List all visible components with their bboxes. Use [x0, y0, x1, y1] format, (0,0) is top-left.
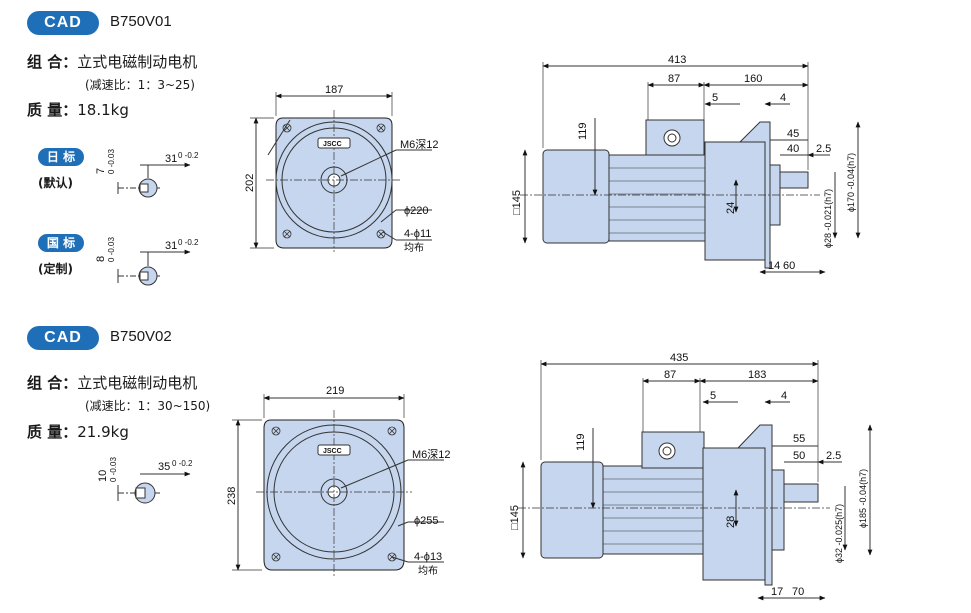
- side2-d17: 17: [771, 586, 783, 598]
- side2-d119: 119: [575, 433, 587, 451]
- badge-jis-sub: (默认): [38, 176, 73, 190]
- side1-d119: 119: [577, 122, 589, 140]
- mass-value: 21.9kg: [77, 423, 129, 441]
- mass-value: 18.1kg: [77, 101, 129, 119]
- side1-d24: 24: [725, 202, 737, 214]
- type-label: 组 合：: [27, 53, 78, 71]
- front2-width: 219: [326, 385, 344, 397]
- side1-d40: 40: [787, 143, 799, 155]
- type-line-1: 组 合：立式电磁制动电机: [27, 51, 197, 72]
- front1-holes: 4-ϕ11: [404, 228, 431, 240]
- side-view-2: [518, 360, 873, 601]
- type-value: 立式电磁制动电机: [77, 374, 198, 392]
- side1-d14: 14: [768, 260, 780, 272]
- key2-w: 31: [165, 240, 177, 252]
- drawing-labels: 31 0 -0.2 7 0 -0.03 31 0 -0.2 8 0 -0.03 …: [95, 54, 868, 598]
- key-detail-3: [117, 471, 191, 504]
- mass-line-2: 质 量：21.9kg: [27, 421, 129, 442]
- key2-wtol: 0 -0.2: [178, 238, 199, 247]
- side2-d87: 87: [664, 369, 676, 381]
- cad-badge-1[interactable]: CAD: [27, 11, 99, 35]
- cad-badge-2[interactable]: CAD: [27, 326, 99, 350]
- side2-d4: 4: [781, 390, 787, 402]
- key-detail-1: [117, 162, 191, 198]
- side1-d45: 45: [787, 128, 799, 140]
- side2-d183: 183: [748, 369, 766, 381]
- mass-label: 质 量：: [27, 423, 78, 441]
- front2-thread: M6深12: [412, 448, 451, 461]
- side1-d87: 87: [668, 73, 680, 85]
- side2-d25: 2.5: [826, 450, 841, 462]
- model-name-2: B750V02: [110, 328, 172, 345]
- badge-gb: 国 标: [38, 234, 84, 252]
- front1-circle: ϕ220: [404, 205, 429, 217]
- front-view-2: [232, 394, 444, 578]
- side2-d70: 70: [792, 586, 804, 598]
- badge-gb-sub: (定制): [38, 262, 73, 276]
- front1-thread: M6深12: [400, 138, 439, 151]
- ratio-1: (减速比：1：3~25): [85, 78, 195, 92]
- side1-d4: 4: [780, 92, 786, 104]
- side2-d55: 55: [793, 433, 805, 445]
- key1-wtol: 0 -0.2: [178, 151, 199, 160]
- key3-h: 10: [97, 470, 109, 482]
- key2-h: 8: [95, 256, 107, 262]
- side1-total: 413: [668, 54, 686, 66]
- mass-label: 质 量：: [27, 101, 78, 119]
- model-name-1: B750V01: [110, 13, 172, 30]
- mass-line-1: 质 量：18.1kg: [27, 99, 129, 120]
- side1-d160: 160: [744, 73, 762, 85]
- key3-w: 35: [158, 461, 170, 473]
- side1-d5: 5: [712, 92, 718, 104]
- key-detail-2: [117, 249, 191, 286]
- front2-brand: JSCC: [323, 448, 342, 455]
- side1-d60: 60: [783, 260, 795, 272]
- side2-d5: 5: [710, 390, 716, 402]
- front2-holes-note: 均布: [418, 565, 438, 577]
- key1-htol: 0 -0.03: [107, 149, 116, 174]
- side-view-1: [520, 62, 861, 275]
- key2-htol: 0 -0.03: [107, 237, 116, 262]
- side1-flange: ϕ170 -0.04(h7): [846, 153, 856, 212]
- ratio-2: (减速比：1：30~150): [85, 399, 211, 413]
- front2-height: 238: [226, 487, 238, 505]
- side1-shaft: ϕ28 -0.021(h7): [823, 189, 833, 248]
- front1-height: 202: [244, 174, 256, 192]
- front1-width: 187: [325, 84, 343, 96]
- side2-total: 435: [670, 352, 688, 364]
- key1-h: 7: [95, 168, 107, 174]
- side1-d25: 2.5: [816, 143, 831, 155]
- key1-w: 31: [165, 153, 177, 165]
- side2-flange: ϕ185 -0.04(h7): [858, 469, 868, 528]
- front2-circle: ϕ255: [414, 515, 439, 527]
- front-view-1: [250, 92, 432, 252]
- front1-holes-note: 均布: [404, 242, 424, 254]
- badge-jis: 日 标: [38, 148, 84, 166]
- front1-brand: JSCC: [323, 141, 342, 148]
- side1-d145: □145: [511, 190, 523, 215]
- side2-shaft: ϕ32 -0.025(h7): [834, 504, 844, 563]
- type-line-2: 组 合：立式电磁制动电机: [27, 372, 197, 393]
- type-value: 立式电磁制动电机: [77, 53, 198, 71]
- type-label: 组 合：: [27, 374, 78, 392]
- side2-d145: □145: [509, 505, 521, 530]
- key3-wtol: 0 -0.2: [172, 459, 193, 468]
- side2-d28: 28: [725, 516, 737, 528]
- side2-d50: 50: [793, 450, 805, 462]
- key3-htol: 0 -0.03: [109, 457, 118, 482]
- front2-holes: 4-ϕ13: [414, 551, 442, 563]
